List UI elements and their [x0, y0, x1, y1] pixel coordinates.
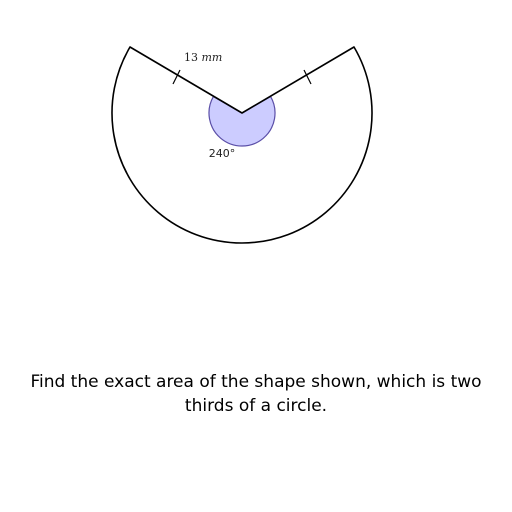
tick-mark-left-radius	[172, 69, 181, 85]
angle-marker	[208, 95, 276, 147]
radius-label-unit: mm	[202, 51, 223, 64]
tick-mark-right-radius	[303, 69, 312, 85]
question-text: Find the exact area of the shape shown, …	[30, 372, 482, 416]
sector-outline	[111, 46, 373, 244]
radius-label: 13 mm	[184, 51, 222, 64]
angle-label: 240°	[209, 147, 236, 160]
radius-label-number: 13	[184, 51, 198, 64]
